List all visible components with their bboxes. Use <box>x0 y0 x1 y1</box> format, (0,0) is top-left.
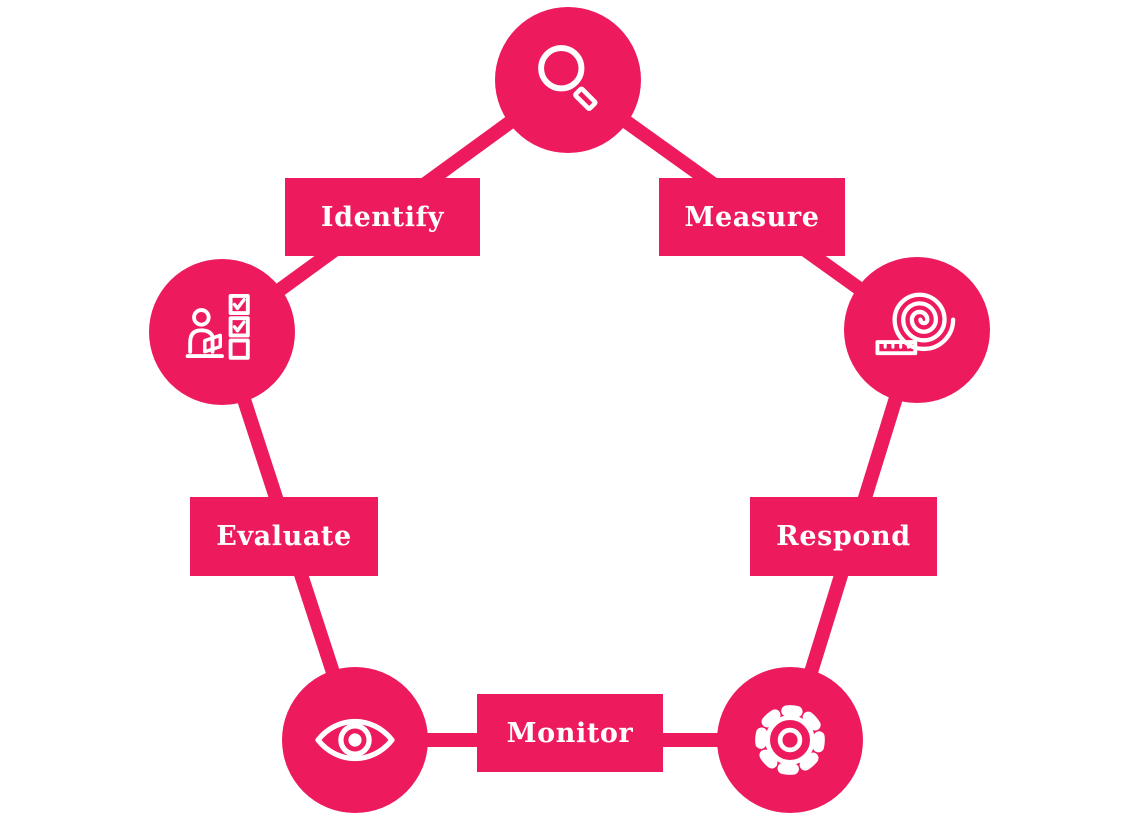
label-identify: Identify <box>285 178 480 256</box>
node-identify <box>495 7 641 153</box>
tape-measure-icon <box>875 292 956 356</box>
node-measure <box>844 257 990 403</box>
search-icon <box>538 45 598 111</box>
node-respond <box>717 667 863 813</box>
label-evaluate: Evaluate <box>190 497 378 576</box>
person-checklist-icon <box>185 293 250 360</box>
label-measure: Measure <box>659 178 845 256</box>
gear-icon <box>755 705 825 775</box>
node-monitor <box>282 667 428 813</box>
label-respond: Respond <box>750 497 937 576</box>
node-evaluate <box>149 259 295 405</box>
label-monitor: Monitor <box>477 694 663 772</box>
eye-icon <box>315 718 395 762</box>
